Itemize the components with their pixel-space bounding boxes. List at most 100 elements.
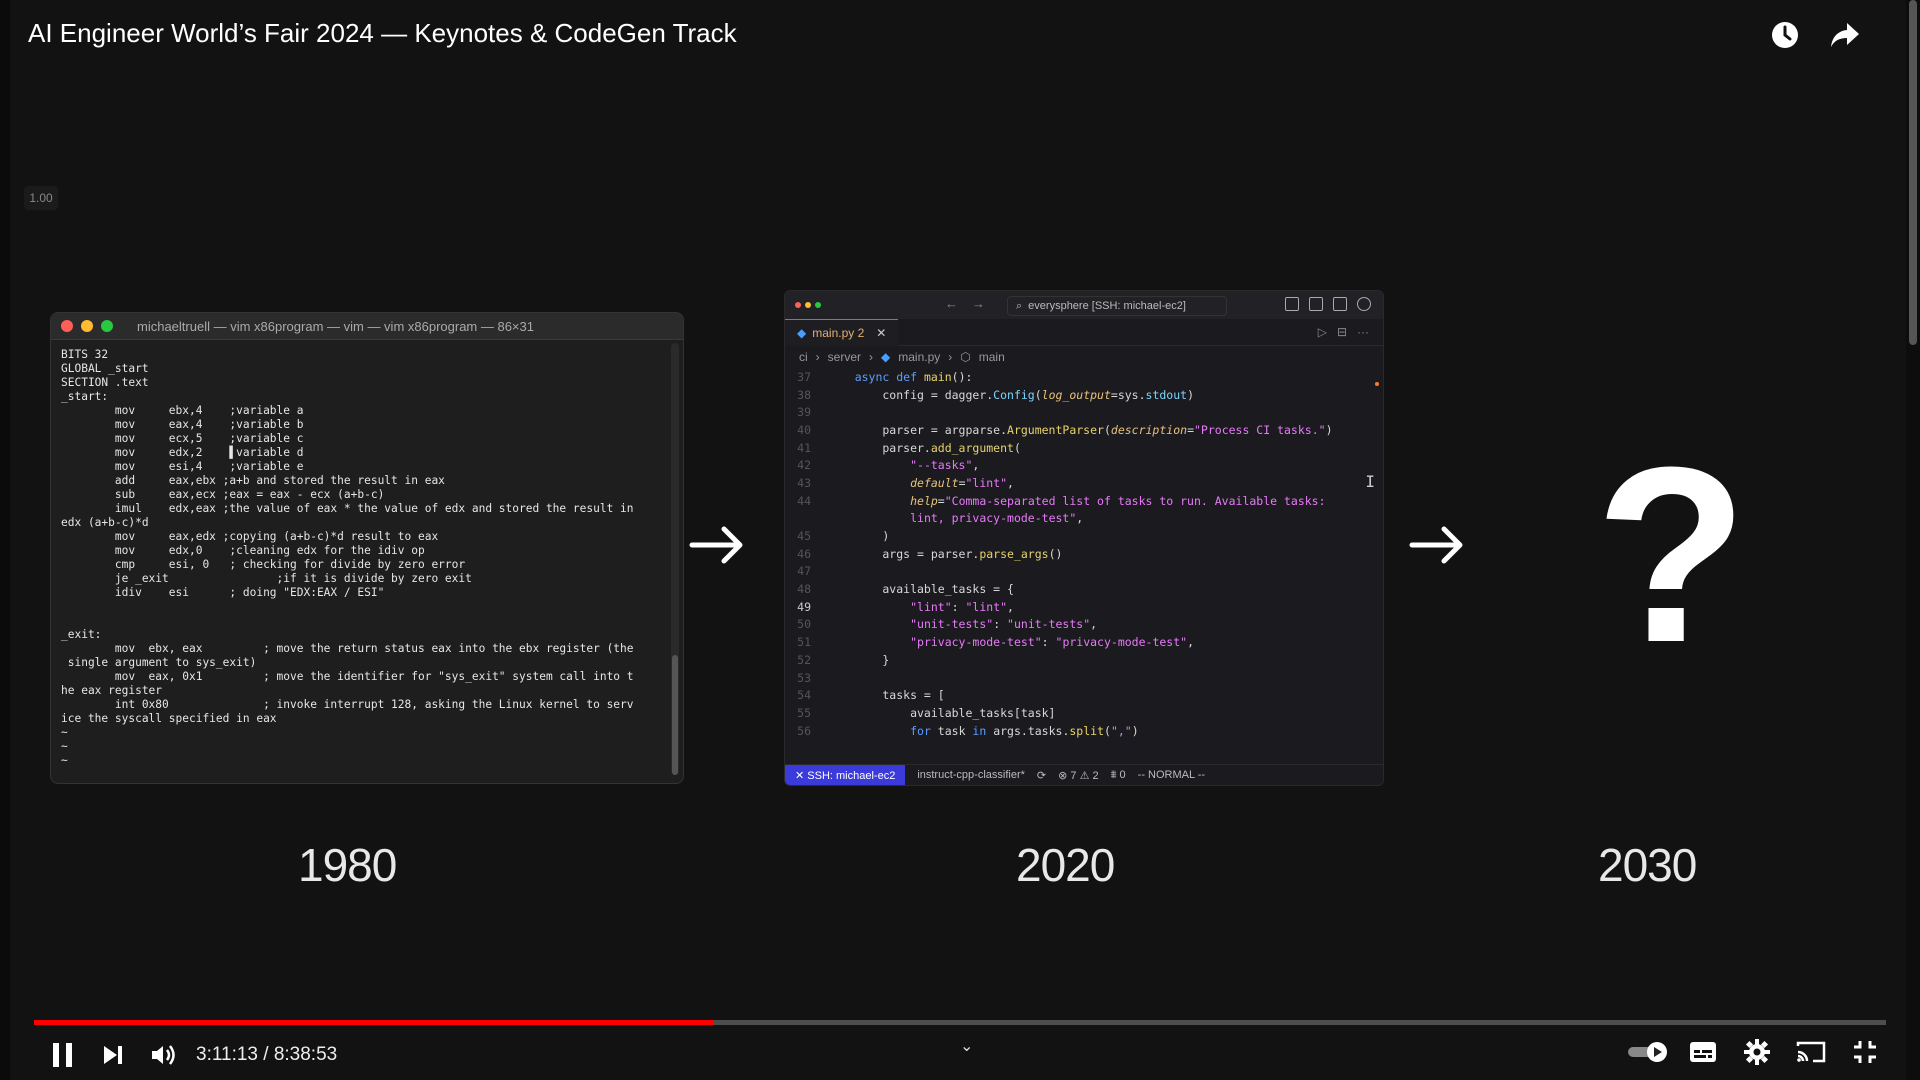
terminal-line: imul edx,eax ;the value of eax * the val… (61, 502, 634, 515)
zoom-dot-icon (815, 302, 821, 308)
line-number: 45 (797, 529, 811, 544)
arrow-right-icon (1408, 515, 1468, 575)
line-number: 39 (797, 405, 811, 420)
line-number: 41 (797, 440, 811, 455)
terminal-line: _start: (61, 390, 109, 403)
code-text: parser.add_argument( (827, 440, 1021, 455)
terminal-line: mov edx,0 ;cleaning edx for the idiv op (61, 544, 425, 557)
close-dot-icon (795, 302, 801, 308)
sync-icon: ⟳ (1036, 769, 1047, 782)
code-text: args = parser.parse_args() (827, 546, 1063, 561)
code-line: 45 ) (785, 527, 1383, 545)
page-scrollbar[interactable] (1906, 0, 1920, 1080)
terminal-line: mov ebx,4 ;variable a (61, 404, 304, 417)
branch-label: instruct-cpp-classifier* (917, 769, 1025, 781)
subtitles-button[interactable] (1678, 1030, 1728, 1074)
code-text: default="lint", (910, 475, 1014, 490)
cast-icon (1796, 1041, 1826, 1063)
layout-icon (1285, 297, 1299, 311)
video-title: AI Engineer World’s Fair 2024 — Keynotes… (28, 18, 737, 48)
code-line: lint, privacy-mode-test", (785, 510, 1383, 528)
year-label: 1980 (298, 839, 397, 891)
line-number: 51 (797, 635, 811, 650)
close-dot-icon (61, 320, 73, 332)
layout-icon (1309, 297, 1323, 311)
terminal-line: mov ecx,5 ;variable c (61, 432, 304, 445)
terminal-title: michaeltruell — vim x86program — vim — v… (137, 318, 534, 334)
terminal-line: int 0x80 ; invoke interrupt 128, asking … (61, 698, 634, 711)
line-number: 49 (797, 599, 811, 614)
code-line: 53 (785, 669, 1383, 687)
right-controls (1624, 1030, 1890, 1074)
ports-count: ⩩ 0 (1110, 768, 1126, 781)
top-actions (1768, 18, 1862, 52)
video-player[interactable]: AI Engineer World’s Fair 2024 — Keynotes… (10, 0, 1910, 1080)
line-number: 38 (797, 387, 811, 402)
code-line: 43 default="lint", (785, 474, 1383, 492)
terminal-line: cmp esi, 0 ; checking for divide by zero… (61, 558, 466, 571)
code-line: 51 "privacy-mode-test": "privacy-mode-te… (785, 633, 1383, 651)
line-number: 43 (797, 475, 811, 490)
terminal-line: mov eax,4 ;variable b (61, 418, 304, 431)
search-icon: ⌕ (1016, 299, 1023, 312)
line-number: 47 (797, 564, 811, 579)
volume-button[interactable] (138, 1033, 188, 1077)
code-text: parser = argparse.ArgumentParser(descrip… (827, 422, 1333, 437)
share-icon[interactable] (1828, 18, 1862, 52)
pause-button[interactable] (38, 1033, 88, 1077)
code-line: 46 args = parser.parse_args() (785, 545, 1383, 563)
autoplay-toggle[interactable] (1624, 1030, 1674, 1074)
code-line: 39 (785, 403, 1383, 421)
next-button[interactable] (88, 1033, 138, 1077)
line-number: 53 (797, 670, 811, 685)
terminal-line: mov edx,2 ▌variable d (61, 446, 304, 459)
code-line: 50 "unit-tests": "unit-tests", (785, 616, 1383, 634)
terminal-line (61, 600, 673, 614)
settings-button[interactable] (1732, 1030, 1782, 1074)
tab-actions: ▷⊟··· (1318, 325, 1369, 339)
chevron-down-icon[interactable]: ⌄ (960, 1038, 974, 1055)
code-line: 44 help="Comma-separated list of tasks t… (785, 492, 1383, 510)
status-bar: ✕ SSH: michael-ec2 instruct-cpp-classifi… (785, 764, 1383, 785)
cast-button[interactable] (1786, 1030, 1836, 1074)
code-text: "lint": "lint", (910, 599, 1014, 614)
code-line: 54 tasks = [ (785, 686, 1383, 704)
progress-bar[interactable] (34, 1020, 1886, 1025)
vim-mode: -- NORMAL -- (1137, 769, 1206, 781)
terminal-line: je _exit ;if it is divide by zero exit (61, 572, 472, 585)
terminal-line: ice the syscall specified in eax (61, 712, 277, 725)
code-line: 41 parser.add_argument( (785, 439, 1383, 457)
time-display: 3:11:13 / 8:38:53 (196, 1044, 338, 1065)
run-icon: ▷ (1317, 325, 1327, 339)
code-text: tasks = [ (827, 688, 945, 703)
code-line: 38 config = dagger.Config(log_output=sys… (785, 386, 1383, 404)
code-text: for task in args.tasks.split(",") (910, 723, 1139, 738)
command-search: ⌕everysphere [SSH: michael-ec2] (1007, 296, 1227, 316)
volume-icon (152, 1045, 175, 1065)
code-text: available_tasks[task] (827, 705, 1056, 720)
terminal-line: ~ (61, 740, 68, 753)
line-number: 48 (797, 582, 811, 597)
code-line: 42 "--tasks", (785, 456, 1383, 474)
terminal-scrollbar (671, 343, 679, 775)
problems-count: ⊗ 7 ⚠ 2 (1058, 769, 1099, 782)
terminal-titlebar: michaeltruell — vim x86program — vim — v… (51, 313, 683, 340)
code-line: 47 (785, 563, 1383, 581)
exit-fullscreen-button[interactable] (1840, 1030, 1890, 1074)
line-number: 56 (797, 723, 811, 738)
watch-later-icon[interactable] (1768, 18, 1802, 52)
text-cursor-icon: I (1365, 472, 1375, 491)
terminal-line: _exit: (61, 628, 102, 641)
breadcrumb: ci› server› ◆main.py› ⬡main (799, 350, 1005, 364)
terminal-line (61, 614, 673, 628)
line-number: 37 (797, 369, 811, 384)
terminal-line: BITS 32 (61, 348, 109, 361)
subtitles-icon (1690, 1042, 1716, 1062)
line-number: 42 (797, 458, 811, 473)
code-text: config = dagger.Config(log_output=sys.st… (827, 387, 1195, 402)
line-number: 55 (797, 705, 811, 720)
scrollbar-thumb[interactable] (1909, 0, 1917, 345)
code-text: lint, privacy-mode-test", (910, 511, 1084, 526)
terminal-line: ~ (61, 754, 68, 767)
